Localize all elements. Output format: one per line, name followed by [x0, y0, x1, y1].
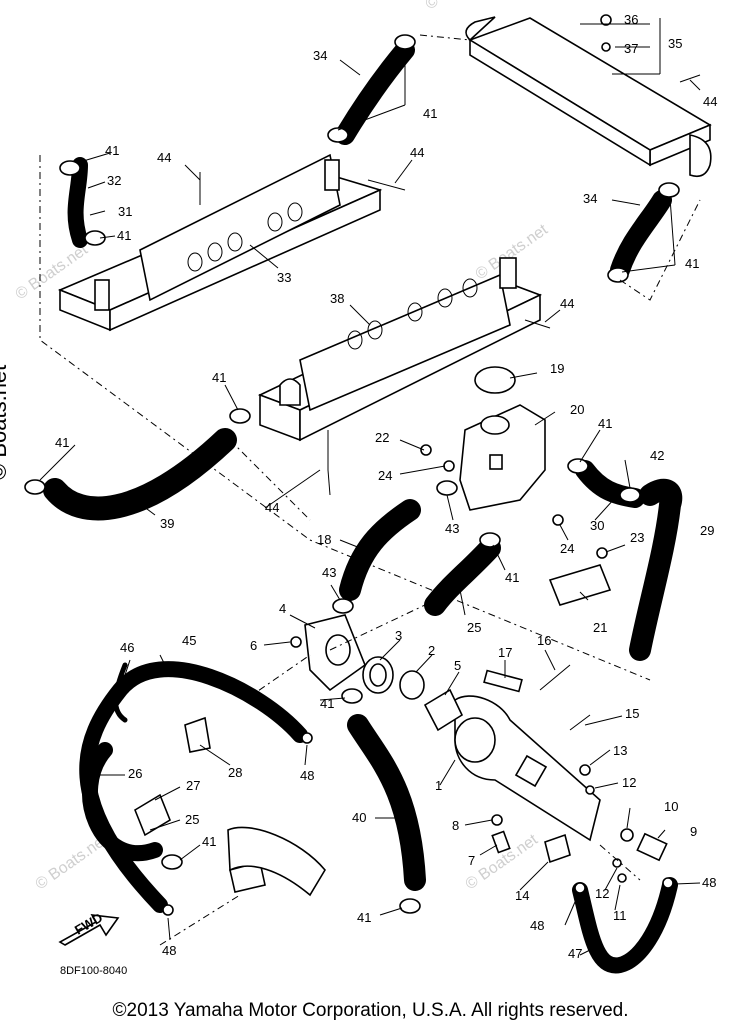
callout-34b: 34 [583, 191, 597, 206]
callout-24a: 24 [378, 468, 392, 483]
callout-12b: 12 [622, 775, 636, 790]
callout-44b: 44 [410, 145, 424, 160]
callout-5: 5 [454, 658, 461, 673]
callout-11: 11 [613, 908, 627, 923]
callout-9: 9 [690, 824, 697, 839]
leader-lines [39, 18, 701, 956]
thermostat-2 [399, 670, 425, 700]
callout-43a: 43 [445, 521, 459, 536]
callout-36: 36 [624, 12, 638, 27]
callout-41d: 41 [685, 256, 699, 271]
callout-42: 42 [650, 448, 664, 463]
callout-41i: 41 [320, 696, 334, 711]
callout-29: 29 [700, 523, 714, 538]
copyright-notice: ©2013 Yamaha Motor Corporation, U.S.A. A… [112, 1000, 629, 1021]
callout-20: 20 [570, 402, 584, 417]
callout-38: 38 [330, 291, 344, 306]
callout-19: 19 [550, 361, 564, 376]
callout-23: 23 [630, 530, 644, 545]
callout-48b: 48 [162, 943, 176, 958]
callout-43b: 43 [322, 565, 336, 580]
callout-28: 28 [228, 765, 242, 780]
watermark-faint: © Boats.net [423, 0, 502, 13]
callout-48d: 48 [702, 875, 716, 890]
callout-44c: 44 [703, 94, 717, 109]
callout-3: 3 [395, 628, 402, 643]
callout-1: 1 [435, 778, 442, 793]
gasket-5 [423, 688, 464, 732]
callout-41h: 41 [505, 570, 519, 585]
pump-housing-1 [454, 695, 601, 842]
callout-34a: 34 [313, 48, 327, 63]
plate-17 [483, 669, 523, 693]
hoses [43, 40, 683, 974]
callout-30: 30 [590, 518, 604, 533]
callout-8: 8 [452, 818, 459, 833]
callout-7: 7 [468, 853, 475, 868]
callout-37: 37 [624, 41, 638, 56]
callout-2: 2 [428, 643, 435, 658]
callout-39: 39 [160, 516, 174, 531]
callout-47: 47 [568, 946, 582, 961]
reservoir-tank-20 [459, 366, 546, 511]
callout-48c: 48 [530, 918, 544, 933]
callout-41b: 41 [105, 143, 119, 158]
boats-net-watermark: © Boats.net [0, 364, 11, 480]
callout-44a: 44 [157, 150, 171, 165]
callout-14: 14 [515, 888, 529, 903]
cooler-38 [257, 257, 543, 442]
callout-41a: 41 [423, 106, 437, 121]
callout-45: 45 [182, 633, 196, 648]
callout-41j: 41 [202, 834, 216, 849]
callout-32: 32 [107, 173, 121, 188]
callout-41f: 41 [55, 435, 69, 450]
fasteners [134, 14, 701, 897]
callout-44d: 44 [560, 296, 574, 311]
callout-10: 10 [664, 799, 678, 814]
callout-26: 26 [128, 766, 142, 781]
callout-48a: 48 [300, 768, 314, 783]
callout-17: 17 [498, 645, 512, 660]
callout-18: 18 [317, 532, 331, 547]
callout-25a: 25 [467, 620, 481, 635]
callout-16: 16 [537, 633, 551, 648]
drawing-code: 8DF100-8040 [60, 965, 128, 977]
callout-27: 27 [186, 778, 200, 793]
callout-41c: 41 [117, 228, 131, 243]
thermostat-parts [304, 614, 523, 732]
callout-12a: 12 [595, 886, 609, 901]
callout-25b: 25 [185, 812, 199, 827]
callout-31: 31 [118, 204, 132, 219]
callout-24b: 24 [560, 541, 574, 556]
callout-41g: 41 [598, 416, 612, 431]
callout-21: 21 [593, 620, 607, 635]
callout-22: 22 [375, 430, 389, 445]
cooler-33 [57, 153, 383, 332]
callout-13: 13 [613, 743, 627, 758]
hose-46 [113, 662, 128, 723]
callout-44e: 44 [265, 500, 279, 515]
callout-33: 33 [277, 270, 291, 285]
callout-35: 35 [668, 36, 682, 51]
callout-4: 4 [279, 601, 286, 616]
callout-6: 6 [250, 638, 257, 653]
callout-40: 40 [352, 810, 366, 825]
clamps [24, 34, 680, 916]
callout-labels: 1 2 3 4 5 6 7 8 9 10 11 12 12 13 14 15 1… [55, 12, 717, 961]
forward-arrow: FWD [58, 910, 120, 946]
cooler-35 [465, 16, 712, 178]
callout-46: 46 [120, 640, 134, 655]
callout-41e: 41 [212, 370, 226, 385]
fwd-label: FWD [72, 910, 105, 938]
callout-15: 15 [625, 706, 639, 721]
callout-41k: 41 [357, 910, 371, 925]
